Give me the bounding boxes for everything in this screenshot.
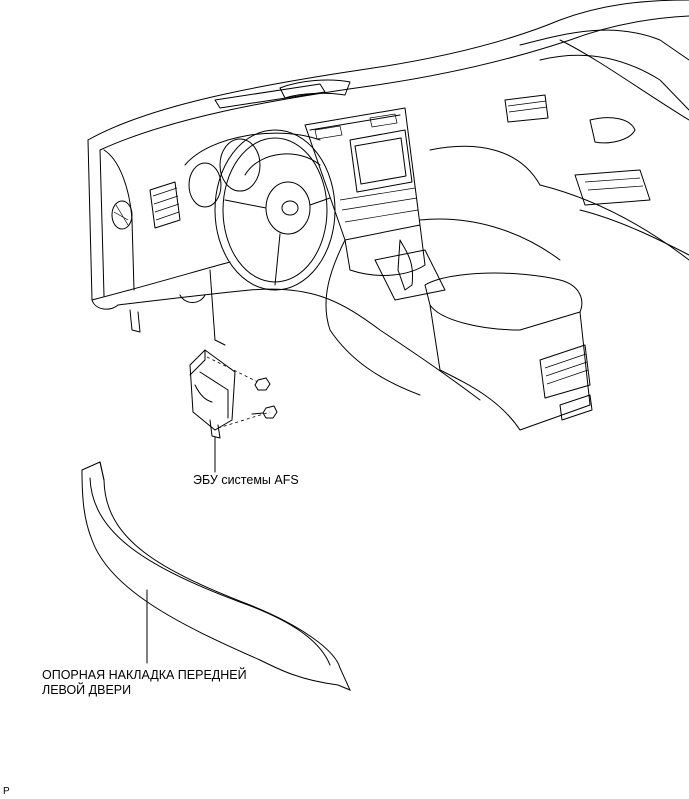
dashboard-outline — [87, 0, 689, 401]
ecu-label: ЭБУ системы AFS — [193, 473, 299, 487]
door-trim-label-line1: ОПОРНАЯ НАКЛАДКА ПЕРЕДНЕЙ — [42, 668, 247, 682]
door-trim-label-line2: ЛЕВОЙ ДВЕРИ — [42, 683, 132, 697]
right-door — [419, 39, 689, 261]
corner-code: P — [3, 786, 10, 797]
afs-ecu-part — [189, 349, 278, 473]
steering-wheel — [184, 129, 336, 291]
door-scuff-plate — [81, 461, 351, 691]
center-console — [304, 107, 593, 431]
